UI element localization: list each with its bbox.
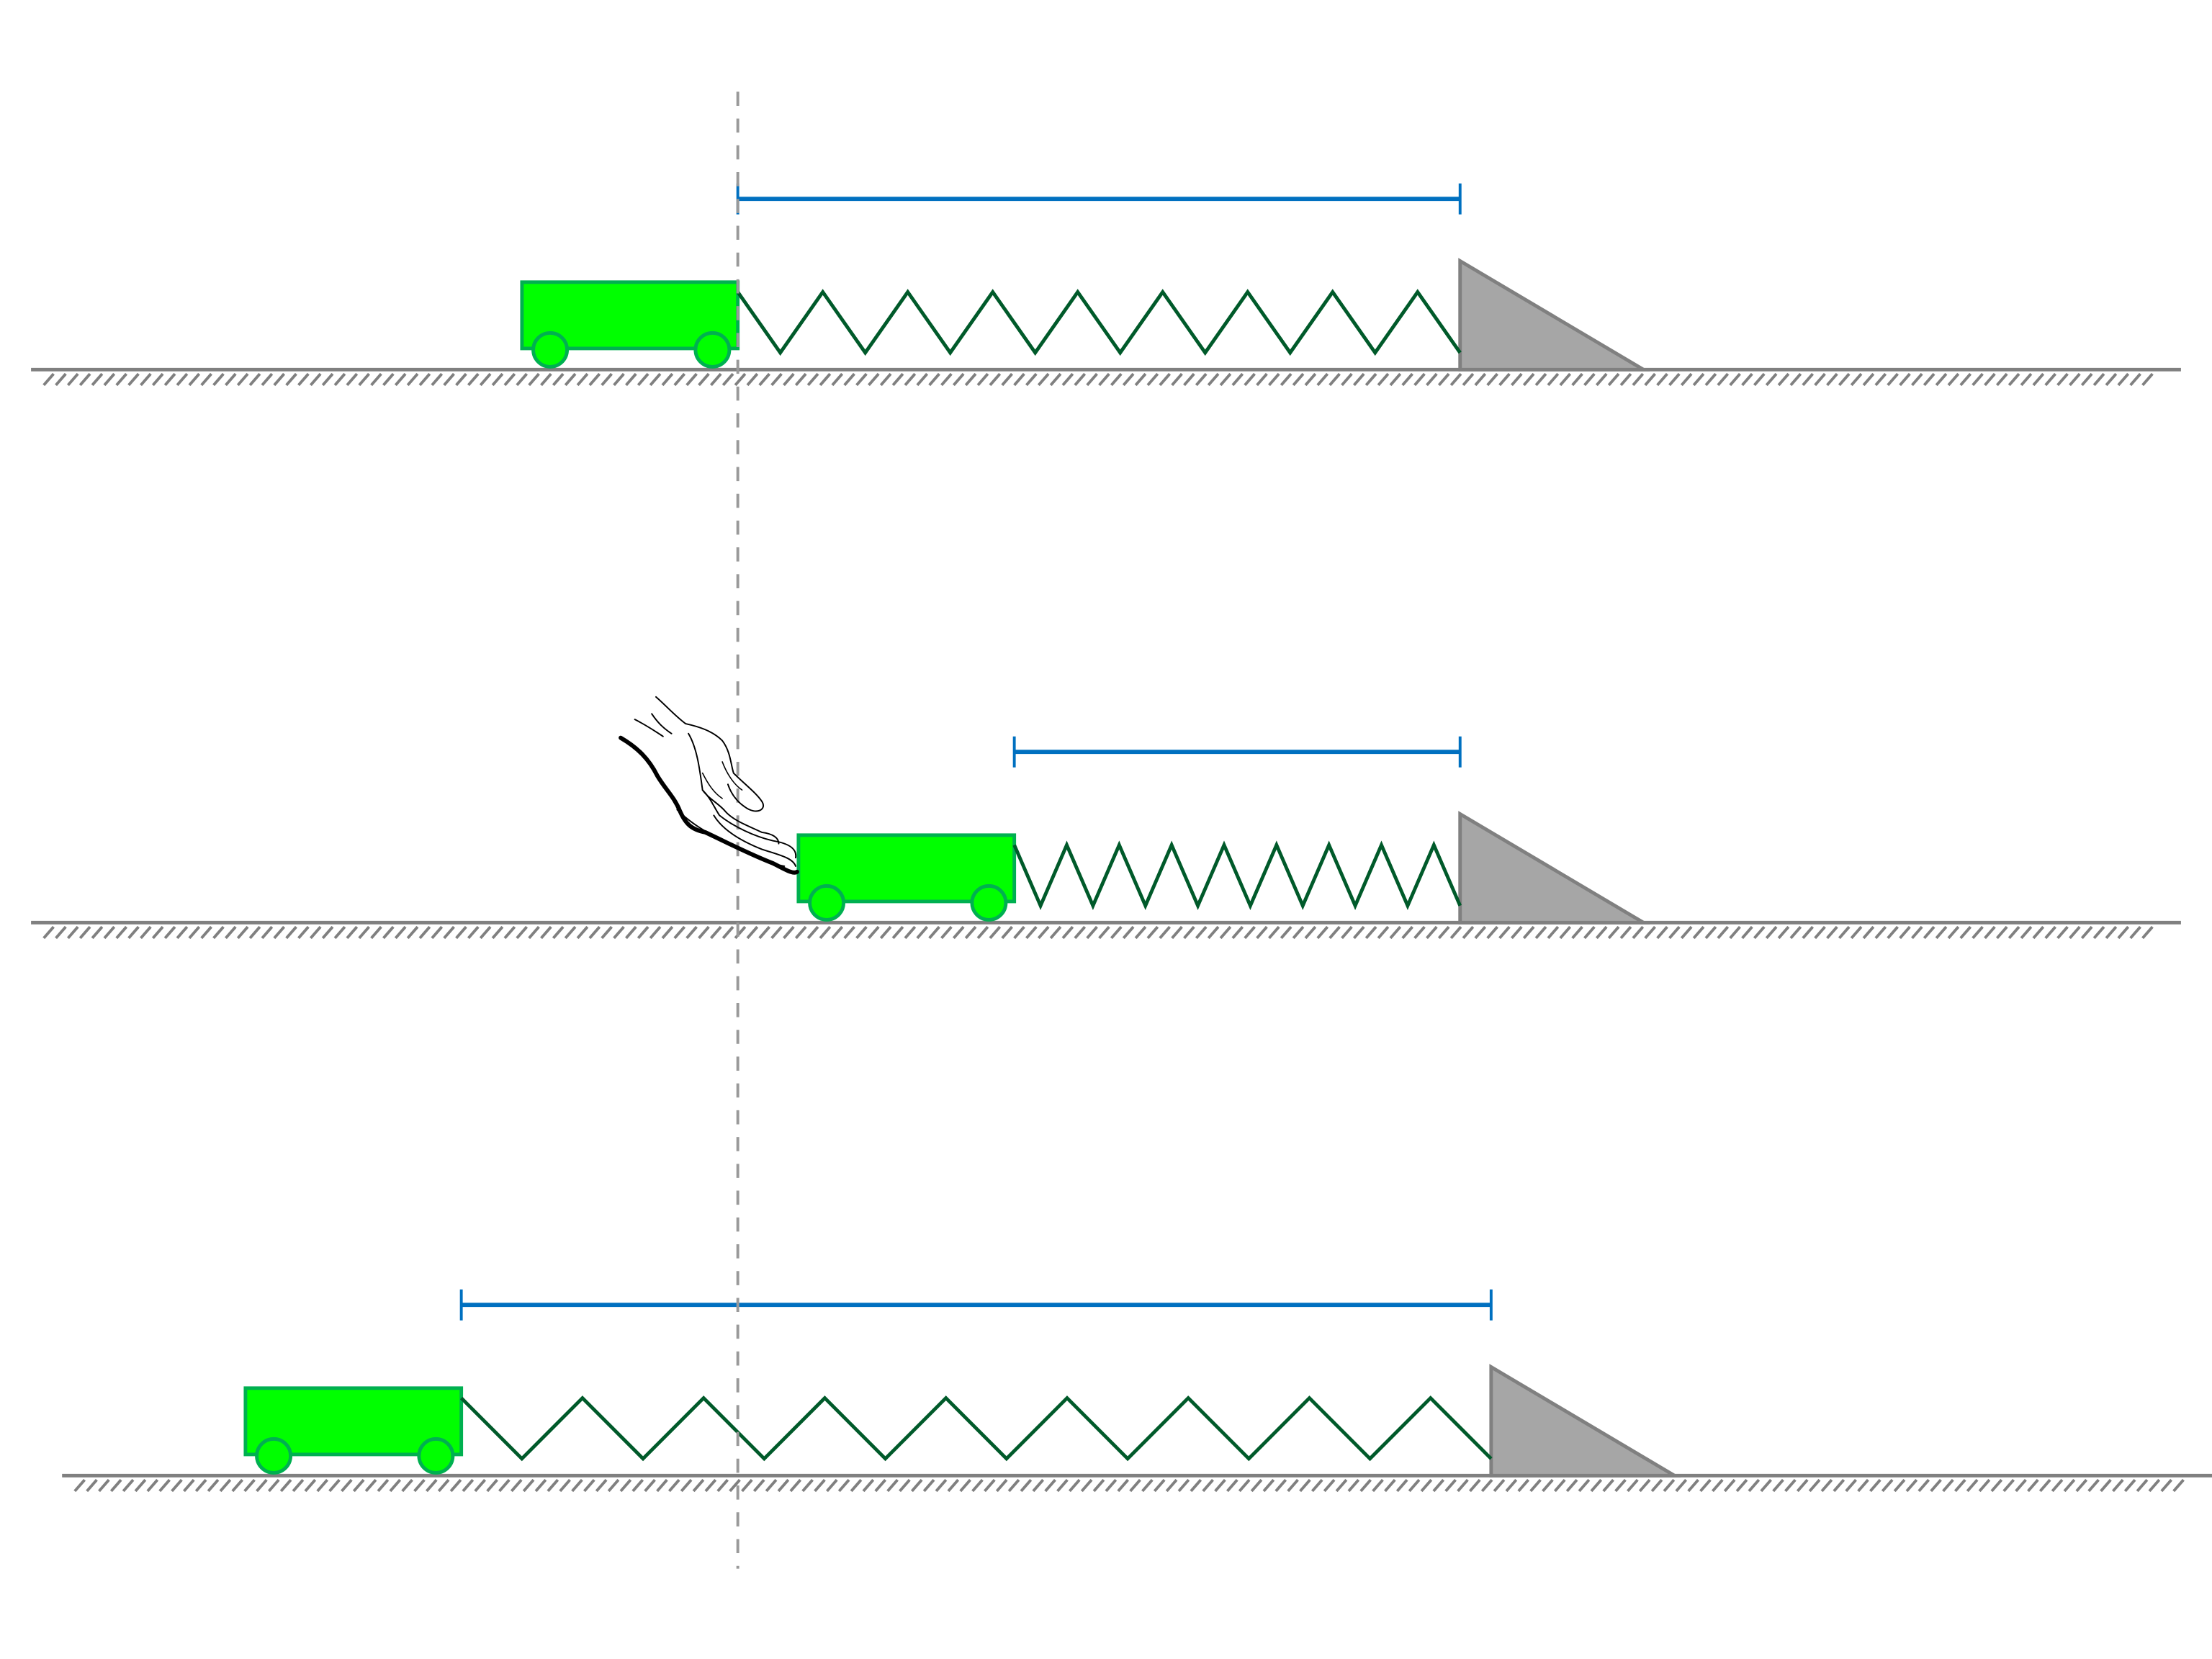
fixed-wall — [1489, 1364, 1681, 1478]
cart-wheel — [970, 884, 1008, 922]
fixed-wall — [1458, 811, 1650, 925]
ground-hatching — [42, 372, 2154, 387]
spring — [1012, 840, 1462, 910]
cart-wheel — [531, 331, 570, 369]
ground-hatching — [73, 1478, 2185, 1493]
cart-wheel — [808, 884, 846, 922]
spring — [736, 289, 1462, 356]
hand-icon — [619, 696, 799, 875]
panel-equilibrium — [31, 183, 2181, 387]
ground-hatching — [42, 925, 2154, 940]
cart-wheel — [417, 1437, 455, 1475]
cart-wheel — [255, 1437, 293, 1475]
fixed-wall — [1458, 258, 1650, 372]
cart-wheel — [693, 331, 732, 369]
panel-compressed — [31, 736, 2181, 940]
spring — [459, 1395, 1493, 1462]
panel-stretched — [62, 1289, 2212, 1493]
